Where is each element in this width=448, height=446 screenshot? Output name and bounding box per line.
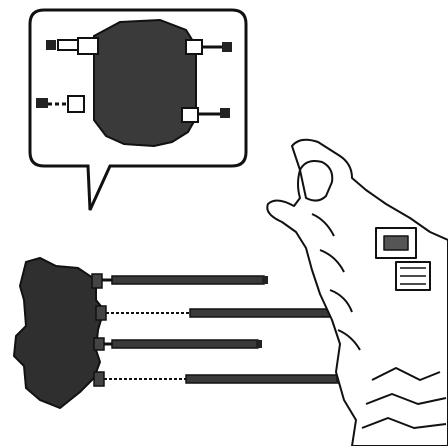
device-side-view-icon [14,258,106,408]
cable-3 [104,340,262,348]
hand-illustration [267,140,448,446]
cable-2 [106,309,344,317]
cable-4 [104,375,342,383]
cable-1 [102,276,268,284]
